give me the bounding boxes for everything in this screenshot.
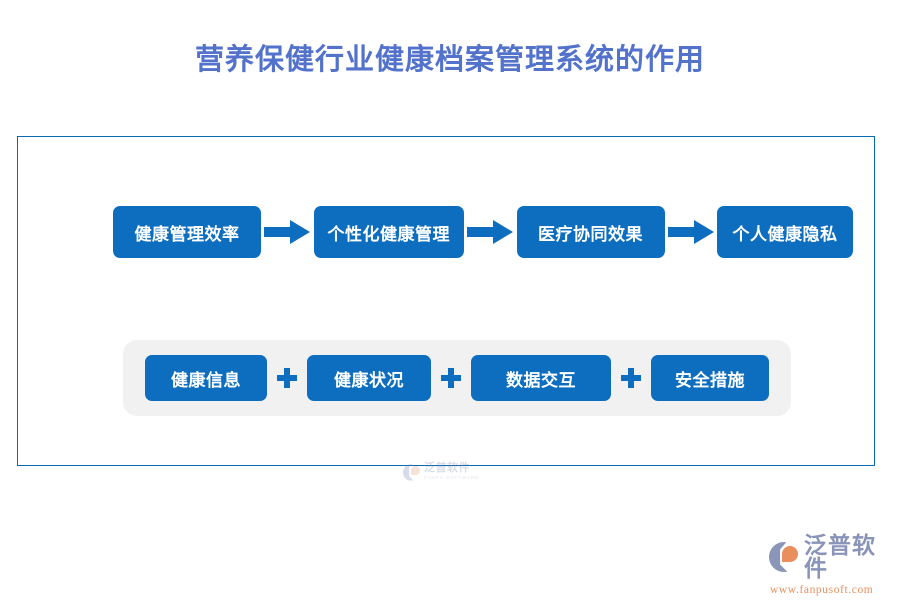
- brand-logo: 泛普软件 www.fanpusoft.com: [769, 533, 891, 596]
- plus-icon: [431, 366, 471, 390]
- group-item-3-label: 数据交互: [506, 370, 576, 390]
- arrow-right-icon: [467, 219, 514, 245]
- flow-step-1-label: 健康管理效率: [134, 224, 240, 244]
- arrow-right-icon: [667, 219, 714, 245]
- group-item-4[interactable]: 安全措施: [651, 355, 769, 401]
- flow-step-1[interactable]: 健康管理效率: [113, 206, 261, 258]
- fanpu-logo-mark-icon: [403, 463, 420, 481]
- flow-step-2[interactable]: 个性化健康管理: [313, 206, 464, 258]
- watermark-name: 泛普软件: [424, 462, 470, 475]
- flow-step-3-label: 医疗协同效果: [538, 224, 643, 244]
- plus-icon: [267, 366, 307, 390]
- group-item-2-label: 健康状况: [334, 370, 404, 390]
- group-item-4-label: 安全措施: [675, 370, 745, 390]
- flow-step-2-label: 个性化健康管理: [327, 224, 450, 244]
- group-item-2[interactable]: 健康状况: [307, 355, 431, 401]
- watermark-name-en: FANPU SOFTWARE: [424, 475, 480, 481]
- page-title: 营养保健行业健康档案管理系统的作用: [194, 44, 705, 76]
- flow-step-4-label: 个人健康隐私: [732, 224, 838, 244]
- flow-step-3[interactable]: 医疗协同效果: [516, 206, 665, 258]
- fanpu-logo-mark-icon: [769, 542, 799, 572]
- group-panel: 健康信息 健康状况 数据交互 安全措施: [123, 340, 791, 416]
- flow-step-4[interactable]: 个人健康隐私: [717, 206, 853, 258]
- watermark: 泛普软件 FANPU SOFTWARE: [403, 455, 523, 489]
- diagram-frame: 健康管理效率 个性化健康管理 医疗协同效果 个人健康隐私: [17, 136, 875, 481]
- arrow-right-icon: [264, 219, 311, 245]
- group-item-1[interactable]: 健康信息: [145, 355, 267, 401]
- brand-url: www.fanpusoft.com: [770, 584, 874, 596]
- flow-row: 健康管理效率 个性化健康管理 医疗协同效果 个人健康隐私: [113, 204, 853, 260]
- group-item-3[interactable]: 数据交互: [471, 355, 611, 401]
- group-item-1-label: 健康信息: [171, 370, 241, 390]
- plus-icon: [611, 366, 651, 390]
- brand-name: 泛普软件: [804, 533, 876, 581]
